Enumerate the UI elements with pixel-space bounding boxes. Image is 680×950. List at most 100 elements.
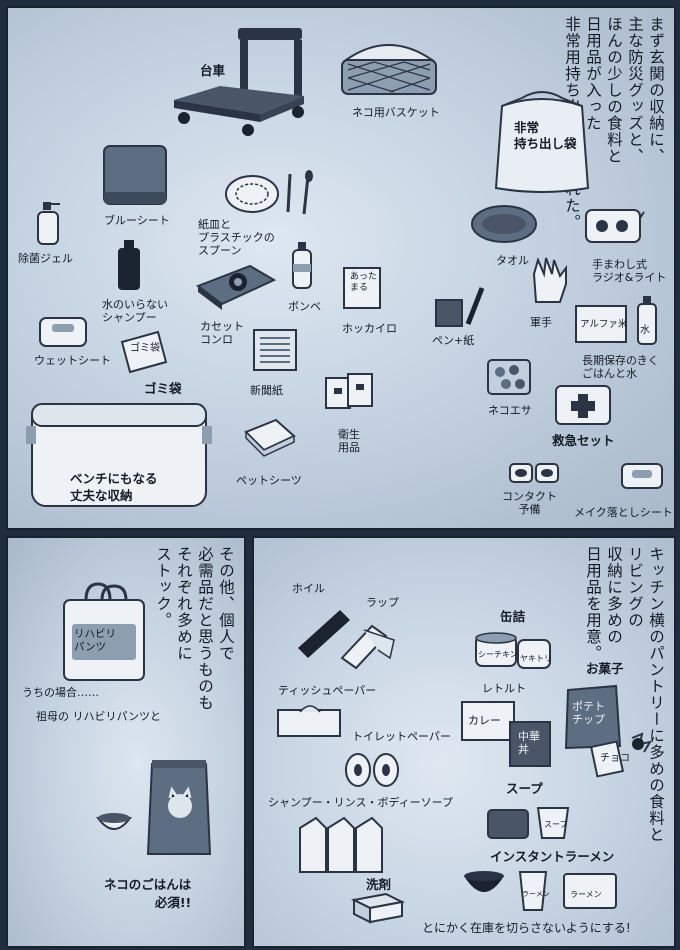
rehab-pants-bag-illustration bbox=[58, 580, 148, 684]
alpha-rice-illustration bbox=[574, 302, 628, 344]
shampoo-refills-illustration bbox=[296, 814, 386, 874]
label-chips-print: ポテト チップ bbox=[572, 700, 605, 726]
label-long-food: 長期保存のきく ごはんと水 bbox=[582, 354, 659, 380]
label-can1-print: シーチキン bbox=[478, 650, 518, 659]
label-retort: レトルト bbox=[482, 682, 526, 695]
label-radio: 手まわし式 ラジオ&ライト bbox=[592, 258, 667, 284]
narration-panel1: まず玄関の収納に、 主な防災グッズと、 ほんの少しの食料と 日用品が入った 非常… bbox=[563, 16, 665, 231]
label-waterless-shampoo: 水のいらない シャンプー bbox=[102, 298, 168, 324]
label-sanitary: 衛生 用品 bbox=[338, 428, 360, 454]
gloves-illustration bbox=[526, 254, 574, 306]
label-wrap: ラップ bbox=[366, 596, 399, 609]
label-makeup: メイク落としシート bbox=[574, 506, 673, 519]
label-ramen-bag-print: ラーメン bbox=[570, 890, 602, 899]
canned-food-illustration bbox=[474, 630, 554, 670]
retort-pouch-illustration bbox=[460, 700, 516, 742]
label-toilet-paper: トイレットペーパー bbox=[352, 730, 451, 743]
panel-genkan-storage: まず玄関の収納に、 主な防災グッズと、 ほんの少しの食料と 日用品が入った 非常… bbox=[6, 6, 676, 530]
newspaper-illustration bbox=[252, 326, 302, 374]
hand-crank-radio-illustration bbox=[584, 204, 646, 246]
gas-can-illustration bbox=[290, 240, 314, 290]
label-wet-sheet: ウェットシート bbox=[34, 354, 111, 367]
label-blue-sheet: ブルーシート bbox=[104, 214, 170, 227]
cat-food-bag-illustration bbox=[144, 754, 214, 858]
pet-sheet-illustration bbox=[242, 414, 298, 458]
label-canned: 缶詰 bbox=[500, 609, 526, 624]
label-cassette-stove: カセット コンロ bbox=[200, 320, 244, 346]
label-garbage-bag-print: ゴミ袋 bbox=[130, 343, 160, 354]
label-hand-warmer: ホッカイロ bbox=[342, 322, 397, 335]
cat-basket-illustration bbox=[334, 30, 444, 98]
label-cat-basket: ネコ用バスケット bbox=[352, 106, 440, 119]
label-soup: スープ bbox=[506, 781, 543, 796]
label-bench-box: ベンチにもなる 丈夫な収納 bbox=[70, 471, 158, 503]
label-closing: とにかく在庫を切らさないようにする! bbox=[422, 921, 631, 935]
label-water-print: 水 bbox=[640, 325, 650, 336]
label-gloves: 軍手 bbox=[530, 316, 552, 329]
shampoo-bottle-illustration bbox=[114, 238, 144, 292]
panel-pantry-stock: キッチン横のパントリーに多めの食料と リビングの 収納に多めの 日用品を用意。 … bbox=[252, 536, 676, 948]
label-hand-warmer-print: あった まる bbox=[350, 272, 378, 293]
label-cat-meal: ネコのごはんは 必須!! bbox=[104, 877, 192, 910]
label-pen-paper: ペン+紙 bbox=[432, 334, 475, 347]
sanitary-goods-illustration bbox=[322, 370, 376, 418]
label-newspaper: 新聞紙 bbox=[250, 384, 283, 397]
ramen-illustration bbox=[460, 868, 620, 912]
emergency-bag-illustration bbox=[492, 88, 592, 196]
label-alpha-rice-print: アルファ米 bbox=[580, 319, 628, 330]
label-first-aid: 救急セット bbox=[552, 433, 615, 448]
label-bag-print: リハビリ パンツ bbox=[74, 628, 116, 653]
label-rehab-pants: 祖母の リハビリパンツと bbox=[36, 710, 162, 723]
tissue-box-illustration bbox=[276, 702, 344, 738]
cat-food-tray-illustration bbox=[486, 358, 532, 396]
label-foil: ホイル bbox=[292, 582, 325, 595]
garbage-bag-illustration bbox=[118, 328, 170, 376]
label-shampoo: シャンプー・リンス・ボディーソープ bbox=[268, 796, 454, 809]
narration-panel3: キッチン横のパントリーに多めの食料と リビングの 収納に多めの 日用品を用意。 bbox=[584, 546, 665, 843]
label-garbage-bag: ゴミ袋 bbox=[144, 381, 182, 396]
label-can2-print: ヤキトリ bbox=[520, 654, 552, 663]
pen-paper-illustration bbox=[432, 284, 488, 330]
label-curry-print: カレー bbox=[468, 714, 501, 727]
first-aid-kit-illustration bbox=[554, 382, 612, 426]
bench-storage-box-illustration bbox=[26, 398, 212, 510]
cat-food-bowl-illustration bbox=[94, 810, 134, 834]
label-cat-food: ネコエサ bbox=[488, 404, 532, 417]
label-cart: 台車 bbox=[200, 63, 226, 78]
cassette-stove-illustration bbox=[194, 260, 278, 310]
label-ramen-cup-print: ラーメン bbox=[522, 890, 550, 898]
towel-illustration bbox=[470, 202, 540, 248]
label-chuka-print: 中華 丼 bbox=[518, 730, 540, 756]
detergent-box-illustration bbox=[350, 890, 406, 924]
hand-warmer-illustration bbox=[342, 266, 382, 310]
chuka-don-pouch-illustration bbox=[508, 720, 552, 768]
label-pet-sheet: ペットシーツ bbox=[236, 474, 302, 487]
water-bottle-illustration bbox=[636, 294, 658, 346]
label-sanitizer: 除菌ジェル bbox=[18, 252, 73, 265]
sanitizer-illustration bbox=[34, 200, 64, 246]
label-tissue: ティッシュペーパー bbox=[278, 684, 377, 697]
potato-chips-illustration bbox=[562, 684, 622, 750]
label-ramen: インスタントラーメン bbox=[490, 849, 615, 864]
label-towel: タオル bbox=[496, 254, 529, 267]
cart-illustration bbox=[168, 22, 308, 142]
chocolate-illustration bbox=[590, 730, 658, 778]
foil-wrap-illustration bbox=[294, 600, 398, 670]
label-gas-can: ボンベ bbox=[288, 300, 321, 313]
wet-sheet-illustration bbox=[38, 314, 88, 348]
label-choco-print: チョコ bbox=[600, 753, 630, 764]
toilet-paper-illustration bbox=[344, 750, 404, 790]
paper-plate-illustration bbox=[224, 168, 324, 218]
label-emergency-bag: 非常 持ち出し袋 bbox=[514, 120, 577, 151]
narration-panel2: その他、個人で 必需品だと思うものも それぞれ多めに ストック。 bbox=[154, 546, 235, 711]
label-our-case: うちの場合…… bbox=[22, 686, 99, 699]
label-snacks: お菓子 bbox=[586, 661, 624, 676]
label-paper-plates: 紙皿と プラスチックの スプーン bbox=[198, 218, 275, 257]
contact-lens-illustration bbox=[508, 460, 560, 484]
label-soup-print: スープ bbox=[544, 820, 568, 829]
label-detergent: 洗剤 bbox=[366, 877, 392, 892]
blue-sheet-illustration bbox=[100, 142, 170, 208]
panel-personal-stock: その他、個人で 必需品だと思うものも それぞれ多めに ストック。 リハビリ パン… bbox=[6, 536, 246, 948]
makeup-wipes-illustration bbox=[620, 460, 664, 490]
soup-cups-illustration bbox=[486, 800, 572, 840]
